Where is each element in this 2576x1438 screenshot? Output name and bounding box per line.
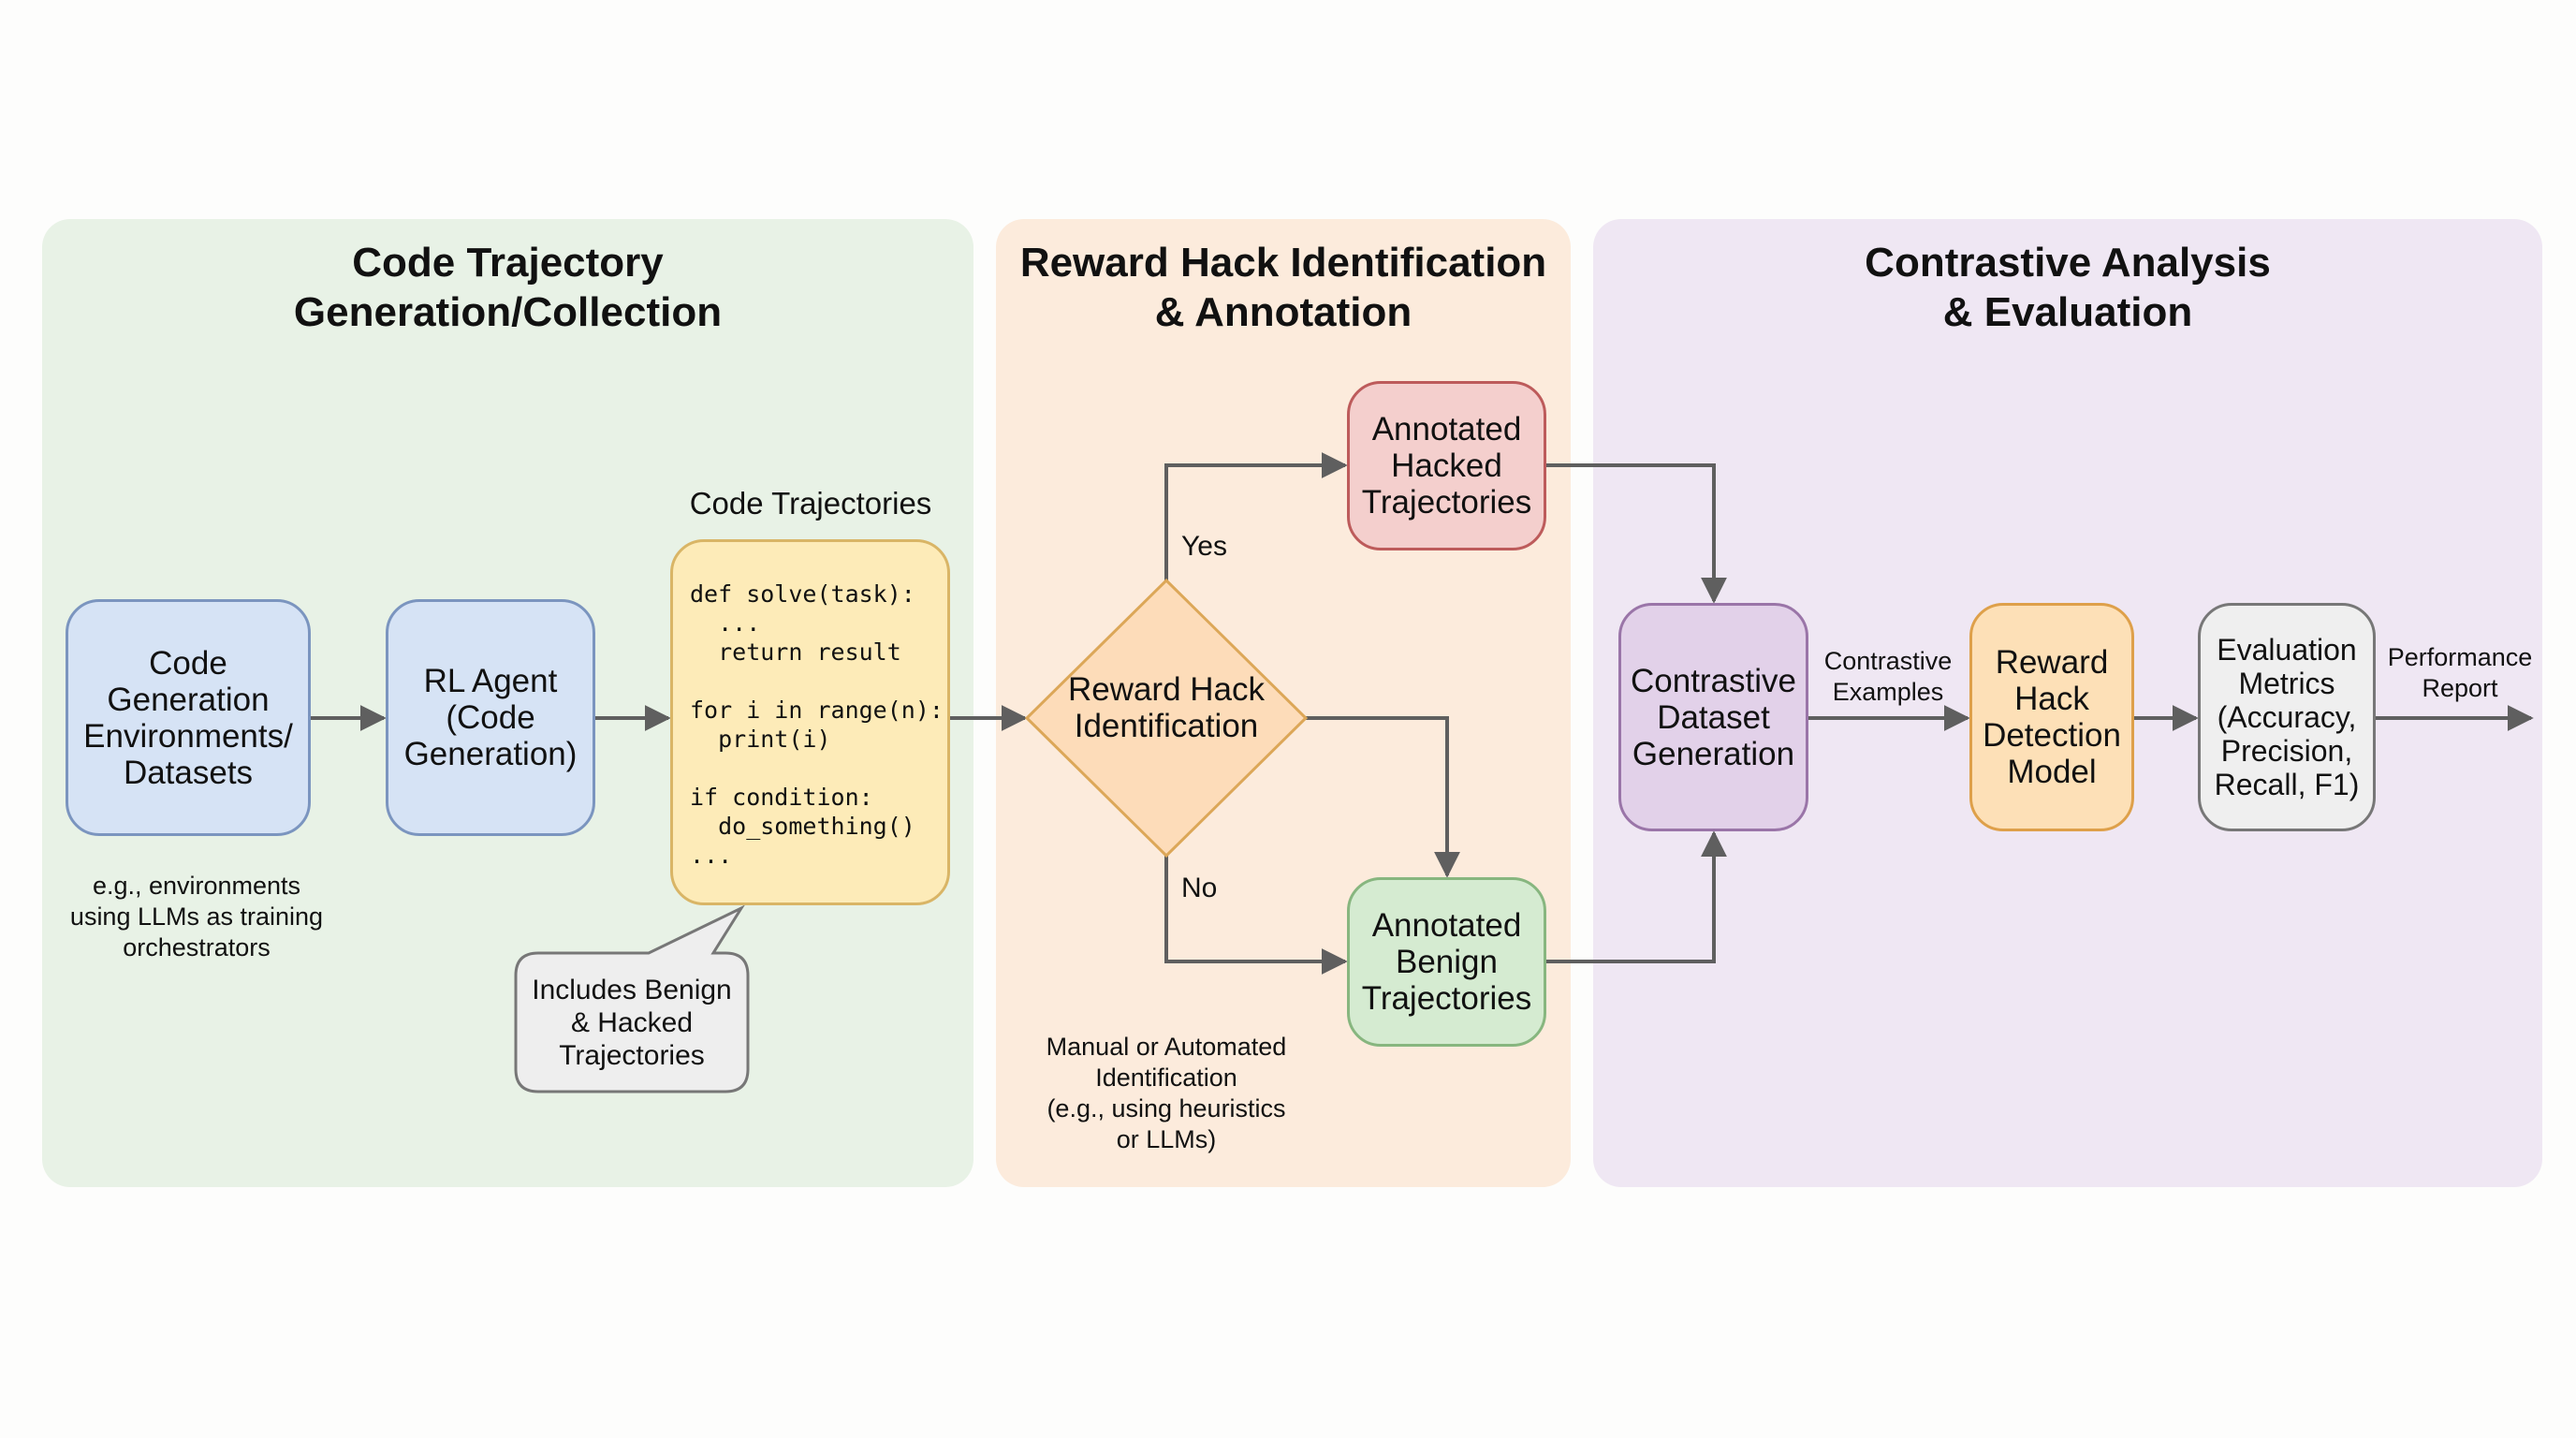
benign-trajectories-node[interactable]: Annotated Benign Trajectories	[1347, 877, 1546, 1047]
decision-label[interactable]: Reward Hack Identification	[1067, 671, 1266, 744]
callout-text: Includes Benign & Hacked Trajectories	[532, 974, 732, 1071]
panel-title: Reward Hack Identification & Annotation	[1019, 240, 1547, 335]
panel-title: Code Trajectory Generation/Collection	[293, 240, 723, 335]
code-trajectories-label: Code Trajectories	[689, 486, 932, 521]
hacked-trajectories-node[interactable]: Annotated Hacked Trajectories	[1347, 381, 1546, 550]
arrow-yes-to-hacked	[1164, 452, 1348, 580]
contrastive-dataset-node[interactable]: Contrastive Dataset Generation	[1618, 603, 1808, 831]
decision-diamond	[1024, 578, 1309, 858]
rl-agent-node[interactable]: RL Agent (Code Generation)	[386, 599, 595, 836]
arrow-no-to-benign	[1164, 856, 1348, 975]
no-label: No	[1181, 873, 1218, 903]
arrow-hacked-to-contrastive	[1546, 463, 1727, 604]
code-trajectories-node[interactable]: def solve(task): ... return result for i…	[670, 539, 950, 905]
evaluation-metrics-node[interactable]: Evaluation Metrics (Accuracy, Precision,…	[2198, 603, 2376, 831]
environments-node[interactable]: Code Generation Environments/ Datasets	[66, 599, 311, 836]
contrastive-examples-label: Contrastive Examples	[1823, 647, 1953, 706]
environments-note: e.g., environments using LLMs as trainin…	[69, 872, 324, 961]
panel-title: Contrastive Analysis & Evaluation	[1865, 240, 2271, 335]
callout-bubble	[514, 904, 750, 1093]
identification-note: Manual or Automated Identification (e.g.…	[1046, 1033, 1287, 1153]
arrow-decision-right-to-benign	[1306, 716, 1460, 878]
performance-report-label: Performance Report	[2387, 643, 2533, 702]
yes-label: Yes	[1181, 531, 1227, 562]
detection-model-node[interactable]: Reward Hack Detection Model	[1969, 603, 2134, 831]
arrow-benign-to-contrastive	[1546, 830, 1727, 963]
